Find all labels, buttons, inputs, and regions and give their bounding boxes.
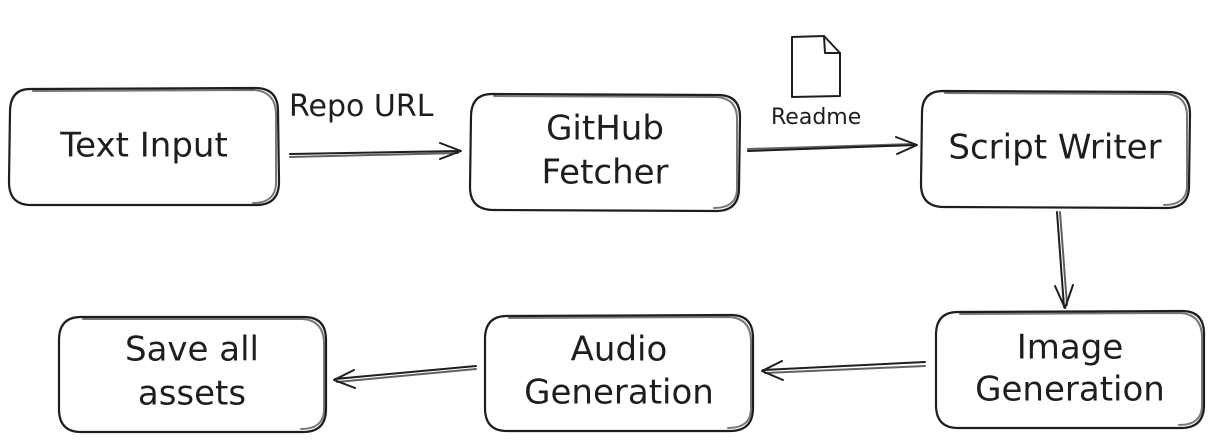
node-save-all-assets-label-line2: assets xyxy=(138,374,246,414)
node-image-generation: Image Generation xyxy=(934,309,1206,430)
node-save-all-assets-label-line1: Save all xyxy=(125,330,259,370)
node-github-fetcher: GitHub Fetcher xyxy=(468,92,742,213)
node-audio-generation-label-line2: Generation xyxy=(524,373,714,413)
node-text-input-label: Text Input xyxy=(59,126,228,166)
node-text-input: Text Input xyxy=(7,86,281,207)
arrow-script-writer-to-image-generation xyxy=(1054,211,1074,309)
node-image-generation-label-line2: Generation xyxy=(975,370,1165,410)
node-github-fetcher-label-line1: GitHub xyxy=(546,109,664,149)
arrow-image-generation-to-audio-generation xyxy=(761,360,926,381)
edge-label-repo-url: Repo URL xyxy=(289,89,434,124)
node-audio-generation: Audio Generation xyxy=(483,313,755,433)
node-image-generation-label-line1: Image xyxy=(1017,328,1123,368)
node-script-writer: Script Writer xyxy=(919,89,1192,210)
node-script-writer-label: Script Writer xyxy=(948,128,1161,168)
document-icon xyxy=(791,35,841,98)
arrow-github-fetcher-to-script-writer xyxy=(747,136,918,155)
arrow-text-input-to-github-fetcher xyxy=(289,142,462,160)
node-github-fetcher-label-line2: Fetcher xyxy=(541,153,668,193)
document-label-readme: Readme xyxy=(771,105,861,130)
arrow-audio-generation-to-save-all-assets xyxy=(333,365,477,389)
node-audio-generation-label-line1: Audio xyxy=(571,330,668,370)
node-save-all-assets: Save all assets xyxy=(57,315,328,434)
